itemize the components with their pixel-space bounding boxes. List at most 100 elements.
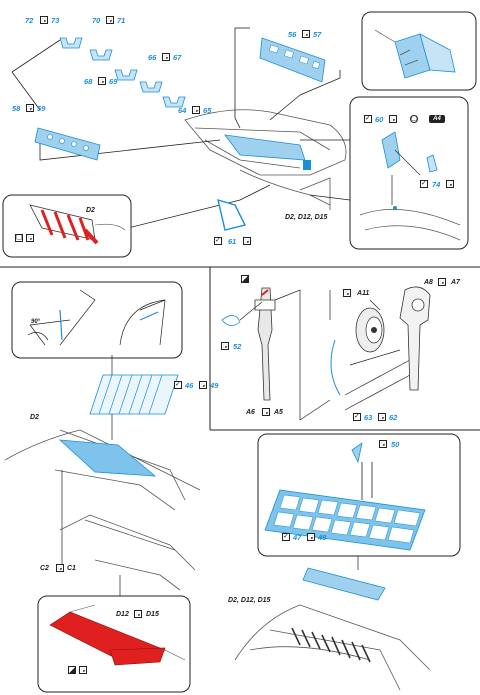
label-73: 73	[51, 16, 60, 25]
part-strip-46	[89, 374, 179, 415]
label-66: 66	[148, 53, 157, 62]
ref-d2-d12-d15-top: D2, D12, D15	[285, 214, 328, 221]
part-panel-top	[224, 134, 306, 161]
panel-dividers	[0, 266, 480, 431]
label-48: 48	[318, 533, 327, 542]
pe-icon	[379, 440, 387, 448]
part-ribs-bottom	[291, 627, 371, 663]
inset-a4-content	[359, 131, 461, 241]
part-small-ring	[221, 315, 241, 326]
ref-a6: A6	[246, 409, 255, 416]
pe-icon	[26, 234, 34, 242]
label-74: 74	[432, 180, 441, 189]
label-62: 62	[389, 413, 398, 422]
bend-icon	[353, 412, 361, 421]
gear-leaders	[239, 289, 411, 421]
ref-a4: A4	[429, 115, 445, 123]
part-long-strip	[302, 567, 386, 601]
label-65: 65	[203, 106, 212, 115]
label-61: 61	[228, 237, 237, 246]
part-blue-line-63	[330, 339, 341, 396]
pe-icon	[378, 413, 386, 421]
pe-icon	[243, 237, 251, 245]
inset-box-a4	[349, 96, 469, 250]
label-64: 64	[178, 106, 187, 115]
ref-c1: C1	[67, 565, 76, 572]
part-panel-mid	[58, 439, 157, 477]
fold-icon	[15, 233, 23, 242]
label-70: 70	[92, 16, 101, 25]
pe-icon	[162, 53, 170, 61]
part-grid-47	[264, 489, 426, 551]
ref-d2-mid: D2	[30, 414, 39, 421]
bracket-parts	[59, 37, 186, 108]
inset-box-angle	[11, 281, 183, 359]
ref-d12: D12	[116, 611, 129, 618]
pe-icon	[26, 104, 34, 112]
pe-icon	[56, 564, 64, 572]
part-small-block	[303, 160, 311, 170]
label-46: 46	[185, 381, 194, 390]
gear-leg-a8	[399, 286, 431, 391]
pe-icon	[302, 30, 310, 38]
ref-d2-inset: D2	[86, 207, 95, 214]
gear-strut	[254, 287, 276, 401]
pe-icon	[79, 666, 87, 674]
angle-label: 90°	[31, 319, 41, 325]
bend-icon	[282, 532, 290, 541]
ref-a11: A11	[357, 290, 370, 297]
bend-icon	[420, 179, 428, 188]
ref-a8: A8	[424, 279, 433, 286]
label-72: 72	[25, 16, 34, 25]
label-60: 60	[375, 115, 384, 124]
inset-d12-content	[49, 604, 186, 666]
inset-seat-assembly	[374, 29, 456, 79]
pe-icon	[307, 533, 315, 541]
wing-section-c2	[59, 514, 196, 591]
ref-a7: A7	[451, 279, 460, 286]
label-71: 71	[117, 16, 126, 25]
label-63: 63	[364, 413, 373, 422]
bend-icon	[174, 380, 182, 389]
label-49: 49	[210, 381, 219, 390]
bend-icon	[364, 114, 372, 123]
pe-icon	[199, 381, 207, 389]
pe-icon	[262, 408, 270, 416]
paint-icon	[241, 275, 249, 283]
part-triangle-50	[351, 442, 363, 464]
paint-icon	[68, 666, 76, 674]
label-56: 56	[288, 30, 297, 39]
part-ref-icon	[410, 114, 418, 123]
pe-icon	[438, 278, 446, 286]
label-47: 47	[293, 533, 302, 542]
pe-icon	[98, 77, 106, 85]
ref-d2-d12-d15-bottom: D2, D12, D15	[228, 597, 271, 604]
pe-icon	[343, 289, 351, 297]
pe-icon	[192, 106, 200, 114]
label-58: 58	[12, 104, 21, 113]
pe-icon	[40, 16, 48, 24]
top-wing-outline	[184, 109, 347, 210]
wing-section-bottom	[234, 604, 431, 691]
pe-icon	[134, 610, 142, 618]
pe-icon	[221, 342, 229, 350]
grid-leaders	[361, 462, 373, 500]
bend-icon	[214, 236, 222, 245]
pe-icon	[446, 180, 454, 188]
label-68: 68	[84, 77, 93, 86]
label-67: 67	[173, 53, 182, 62]
label-57: 57	[313, 30, 322, 39]
gear-wheel	[355, 307, 385, 353]
part-frame-61	[217, 198, 247, 231]
ref-a5: A5	[274, 409, 283, 416]
ref-d15: D15	[146, 611, 159, 618]
label-50: 50	[391, 440, 400, 449]
ref-c2: C2	[40, 565, 49, 572]
pe-icon	[389, 115, 397, 123]
pe-icon	[106, 16, 114, 24]
label-59: 59	[37, 104, 46, 113]
part-strip-58	[34, 127, 101, 161]
part-panel-56	[259, 37, 326, 83]
inset-d2-content	[29, 204, 126, 245]
